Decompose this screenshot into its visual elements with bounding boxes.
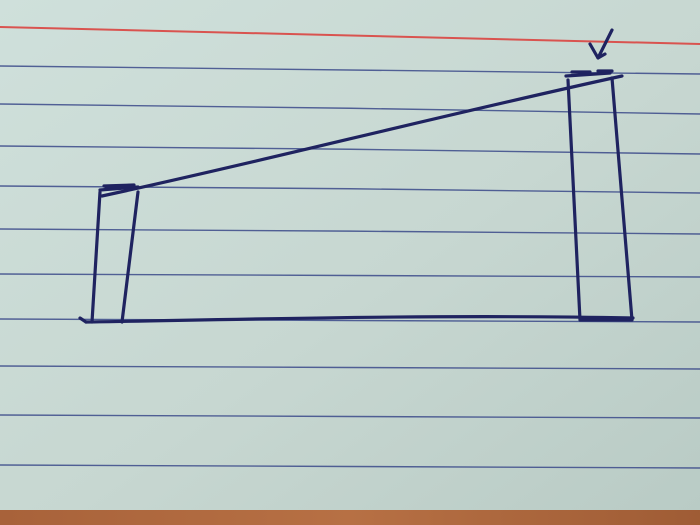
left-box-top-dash <box>104 184 134 189</box>
ruled-line <box>0 185 700 194</box>
ink-sketch <box>78 28 635 324</box>
ruled-line <box>0 365 700 370</box>
base-line <box>84 315 635 324</box>
index-card <box>0 0 700 510</box>
ruled-line <box>0 103 700 115</box>
sloped-top-line <box>100 74 624 198</box>
check-arrow-mark <box>588 28 614 60</box>
ruled-line <box>0 145 700 155</box>
right-box-outline <box>564 71 634 322</box>
ruled-lines <box>0 65 700 469</box>
left-box-outline <box>90 183 140 324</box>
right-box-top-dash <box>570 69 614 74</box>
margin-line <box>0 26 700 45</box>
ruled-line <box>0 414 700 419</box>
ruled-line <box>0 464 700 469</box>
ruled-line <box>0 273 700 278</box>
